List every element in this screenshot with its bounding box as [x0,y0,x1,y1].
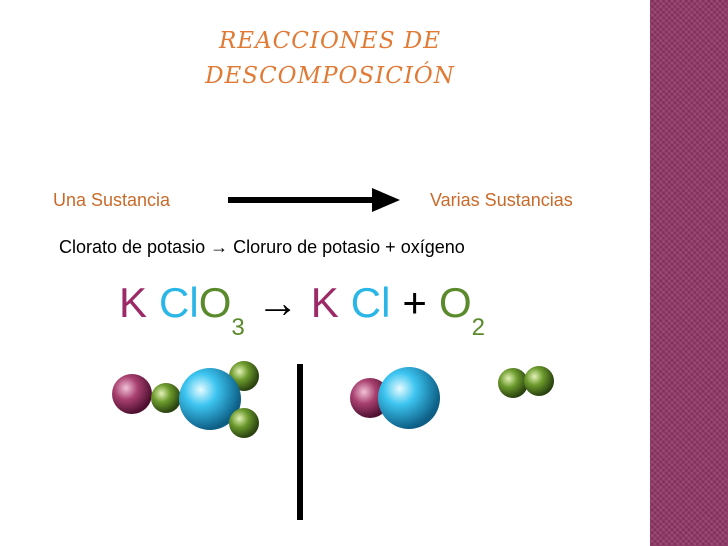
separator-line [297,364,303,520]
decorative-side-bar [650,0,728,546]
word-equation: Clorato de potasio → Cloruro de potasio … [59,237,465,257]
reaction-arrow-icon [228,188,400,212]
formula-o-reactant: O [198,279,232,326]
oxygen-atom [151,383,181,413]
chlorine-atom [179,368,241,430]
chlorine-atom [378,367,440,429]
formula-subscript-2: 2 [471,314,485,341]
title-line-1: REACCIONES DE [218,28,442,54]
right-label: Varias Sustancias [430,190,573,210]
formula-cl-product: Cl [350,279,391,326]
left-label: Una Sustancia [53,190,171,210]
formula-k-product: K [310,279,339,326]
formula-k-reactant: K [119,279,148,326]
oxygen-atom [524,366,554,396]
oxygen-atom [498,368,528,398]
formula-cl-reactant: Cl [159,279,199,326]
formula-plus: + [402,279,427,326]
potassium-chloride-molecule [350,367,440,429]
formula-arrow: → [256,279,299,326]
formula-o-product: O [438,279,472,326]
oxygen-atom [229,408,259,438]
potassium-atom [112,374,152,414]
oxygen-molecule [498,366,554,398]
potassium-chlorate-molecule [112,361,259,438]
title-line-2: DESCOMPOSICIÓN [205,63,455,89]
formula-subscript-3: 3 [231,314,245,341]
